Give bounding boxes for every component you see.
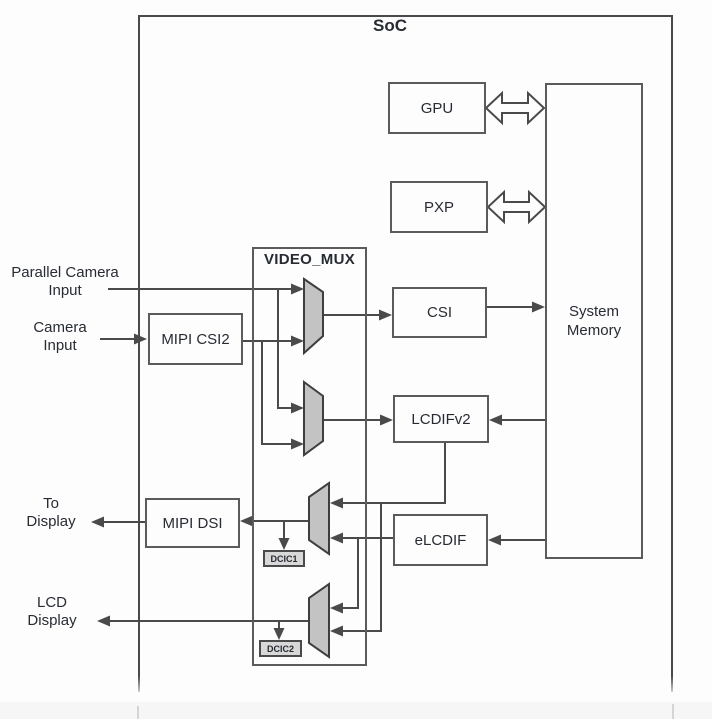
csi-label: CSI — [426, 304, 452, 321]
mux2-to-lcdifv2-line — [323, 414, 393, 426]
mux2-trapezoid — [303, 380, 324, 457]
lcdifv2-block: LCDIFv2 — [393, 395, 489, 443]
elcdif-to-mux4-line — [330, 538, 359, 614]
mipi-csi2-block: MIPI CSI2 — [148, 313, 243, 365]
camera-input-label: Camera Input — [33, 319, 87, 354]
elcdif-block: eLCDIF — [393, 514, 488, 566]
pxp-block: PXP — [390, 181, 488, 233]
mux4-to-dcic2-line — [273, 621, 285, 640]
lcdifv2-to-mux4-line — [330, 503, 382, 637]
csi-block: CSI — [392, 287, 487, 338]
gpu-block: GPU — [388, 82, 486, 134]
system-memory-to-lcdifv2-line — [489, 414, 545, 426]
video-mux-container: VIDEO_MUX — [252, 247, 367, 666]
parallel-camera-input-label: Parallel Camera Input — [11, 264, 119, 299]
mipi-dsi-label: MIPI DSI — [162, 514, 223, 532]
lcd-display-label: LCD Display — [27, 594, 77, 629]
dcic1-label: DCIC1 — [270, 553, 298, 564]
gpu-system-memory-bidir-arrow — [484, 90, 546, 126]
mipi-dsi-to-display-line — [91, 516, 145, 528]
mux1-to-csi-line — [323, 309, 392, 321]
mux3-trapezoid — [308, 481, 330, 556]
mux3-to-mipi-dsi-line — [240, 515, 309, 527]
soc-title: SoC — [373, 16, 407, 35]
bottom-fade — [0, 676, 712, 702]
elcdif-label: eLCDIF — [414, 531, 467, 549]
bottom-strip — [0, 702, 712, 719]
pxp-label: PXP — [423, 198, 454, 216]
camera-input-to-mipi-csi2-line — [100, 333, 147, 345]
mipi-csi2-to-mux2-line — [261, 341, 304, 450]
lcdifv2-label: LCDIFv2 — [411, 410, 471, 428]
mux3-to-dcic1-line — [278, 521, 290, 550]
mipi-dsi-block: MIPI DSI — [145, 498, 240, 548]
to-display-label: To Display — [26, 495, 76, 530]
mux1-trapezoid — [303, 277, 324, 356]
csi-to-system-memory-line — [487, 301, 545, 313]
mipi-csi2-label: MIPI CSI2 — [161, 330, 230, 348]
system-memory-label: System Memory — [566, 303, 622, 339]
soc-border-fade-right — [672, 704, 674, 719]
system-memory-to-elcdif-line — [488, 534, 545, 546]
soc-border-fade-left — [137, 706, 139, 719]
soc-boundary — [138, 15, 673, 692]
video-mux-label: VIDEO_MUX — [263, 251, 356, 268]
parallel-camera-to-mux2-line — [277, 289, 304, 414]
dcic2-label: DCIC2 — [266, 643, 294, 654]
dcic2-block: DCIC2 — [259, 640, 302, 657]
gpu-label: GPU — [420, 99, 454, 117]
lcdifv2-to-mux3-line — [330, 443, 446, 509]
mux4-trapezoid — [308, 582, 330, 659]
system-memory-block: System Memory — [545, 83, 643, 559]
dcic1-block: DCIC1 — [263, 550, 305, 567]
